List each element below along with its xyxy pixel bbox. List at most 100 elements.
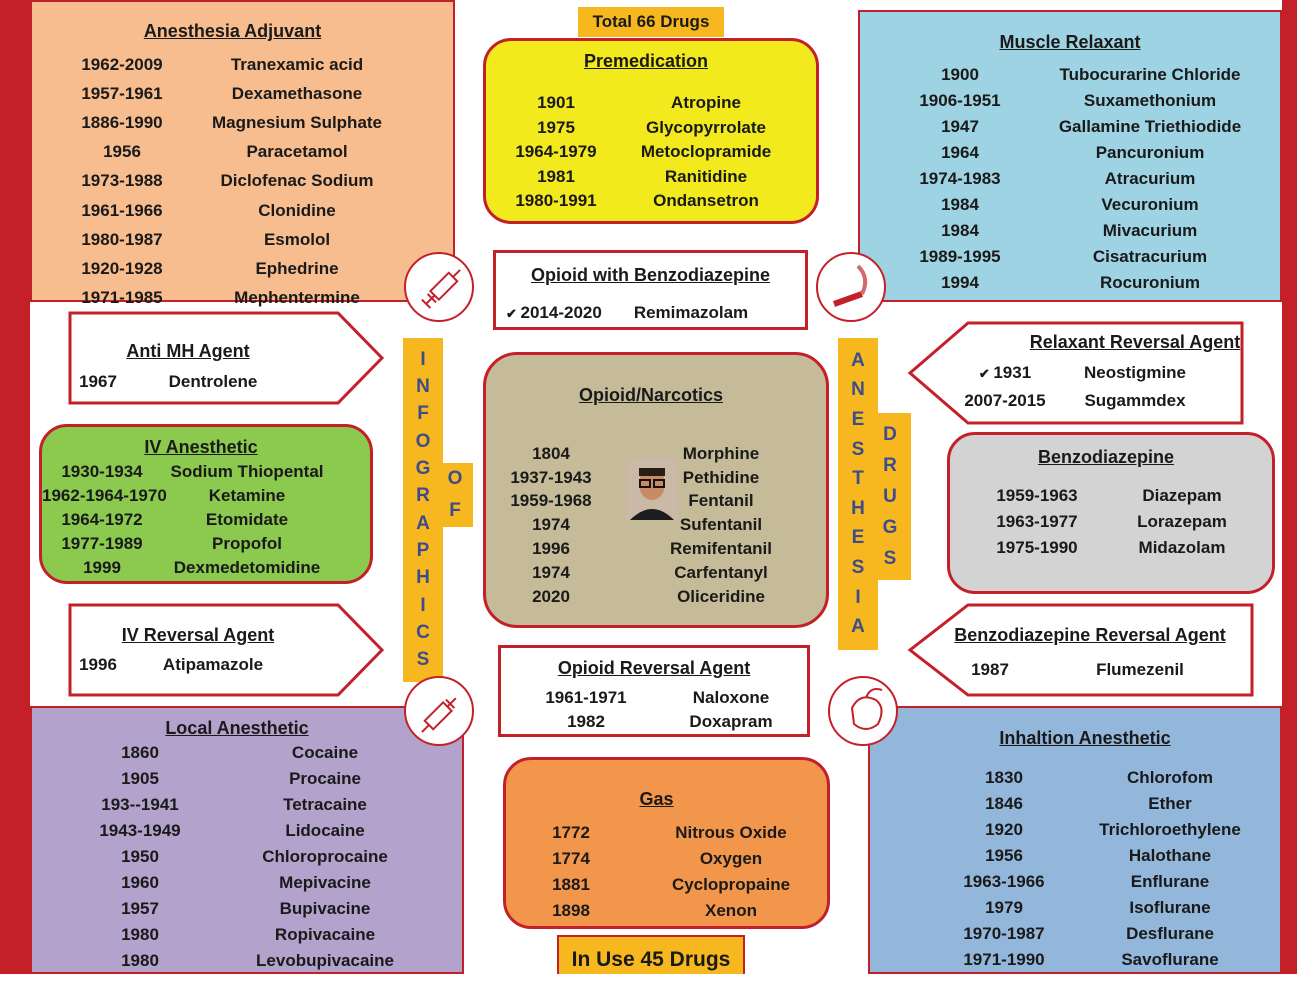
drug-year: 1974: [532, 562, 570, 582]
drug-year: 1774: [552, 849, 590, 868]
drug-year: ✔ 1931: [960, 363, 1050, 383]
drug-year: 1846: [985, 794, 1023, 813]
vertical-letter: O: [447, 468, 463, 489]
in-use-drugs-tag: In Use 45 Drugs: [557, 935, 745, 974]
drug-name: Pancuronium: [1095, 143, 1205, 162]
vertical-letter: C: [416, 621, 430, 643]
drug-name: Rocuronium: [1099, 273, 1201, 292]
drug-name: Diclofenac Sodium: [220, 171, 374, 191]
drug-year: 1860: [121, 743, 159, 762]
drug-year: 1962-2009: [81, 54, 163, 74]
vertical-letter: I: [855, 586, 861, 608]
drug-name: Tetracaine: [283, 795, 367, 814]
vertical-letter: A: [416, 512, 430, 534]
drug-name: Suxamethonium: [1083, 91, 1217, 110]
drug-year: 1956: [985, 846, 1023, 865]
drug-name: Isoflurane: [1129, 898, 1211, 917]
drug-name: Esmolol: [263, 229, 331, 249]
panel-title: Muscle Relaxant: [999, 32, 1141, 52]
drug-row: 1980-1987 Esmolol: [62, 225, 453, 254]
drug-row: ✔ 2014-2020 Remimazolam: [506, 300, 805, 326]
drug-name: Cocaine: [291, 743, 359, 762]
anesthesia-adjuvant-panel: Anesthesia Adjuvant 1962-2009 Tranexamic …: [30, 0, 455, 307]
drug-year: 1964-1979: [515, 142, 597, 162]
panel-title: Anesthesia Adjuvant: [143, 21, 322, 41]
drug-year: 1959-1963: [996, 486, 1078, 505]
drug-year: 1905: [121, 769, 159, 788]
drug-year: 1963-1977: [996, 512, 1078, 531]
drug-name: Morphine: [682, 443, 760, 463]
panel-title: Opioid with Benzodiazepine: [530, 265, 770, 285]
drug-name: Mepivacine: [279, 873, 371, 892]
drug-year: 1999: [83, 558, 121, 577]
vertical-letter: S: [851, 556, 865, 578]
drug-year: 1830: [985, 768, 1023, 787]
drug-year: 2020: [532, 586, 570, 606]
drug-year: 1804: [532, 443, 570, 463]
drug-year: 193--1941: [101, 795, 179, 814]
drug-name: Glycopyrrolate: [646, 117, 766, 137]
drug-year: 1980-1987: [81, 229, 163, 249]
drug-name: Trichloroethylene: [1099, 820, 1241, 839]
vertical-letter: T: [852, 468, 864, 490]
anti-mh-arrow-shape: [68, 311, 385, 405]
panel-title: IV Anesthetic: [144, 437, 258, 457]
drug-year: 1971-1985: [81, 288, 163, 308]
drug-year-text: 2014-2020: [520, 303, 602, 322]
vertical-letter: N: [416, 375, 430, 397]
drug-year: 1977-1989: [61, 534, 143, 553]
drug-name: Enflurane: [1130, 872, 1210, 891]
vertical-letter: H: [851, 497, 865, 519]
drug-year: 1920: [985, 820, 1023, 839]
drug-name: Gallamine Triethiodide: [1058, 117, 1242, 136]
drug-name: Etomidate: [205, 510, 289, 529]
panel-title: Benzodiazepine: [1037, 447, 1175, 467]
drug-list: ✔ 2014-2020 Remimazolam: [506, 300, 805, 326]
vertical-letter: S: [883, 547, 897, 569]
drug-name: Tranexamic acid: [230, 54, 364, 74]
drug-name: Mivacurium: [1102, 221, 1198, 240]
laryngoscope-icon-graphic: [832, 264, 868, 307]
drug-year: ✔ 2014-2020: [506, 303, 602, 323]
doctor-photo: [626, 458, 678, 520]
vertical-letter: F: [417, 403, 429, 425]
drug-name: Vecuronium: [1101, 195, 1199, 214]
drug-year: 1981: [537, 166, 575, 186]
drug-year: 1901: [537, 93, 575, 113]
vertical-letter: S: [416, 649, 430, 671]
drug-year: 1996: [532, 539, 570, 559]
drug-name: Sodium Thiopental: [170, 462, 324, 481]
drug-name: Remimazolam: [633, 303, 749, 322]
drug-name: Chlorofom: [1127, 768, 1213, 787]
drug-year: 1961-1966: [81, 200, 163, 220]
drug-name: Dentrolene: [168, 372, 258, 391]
